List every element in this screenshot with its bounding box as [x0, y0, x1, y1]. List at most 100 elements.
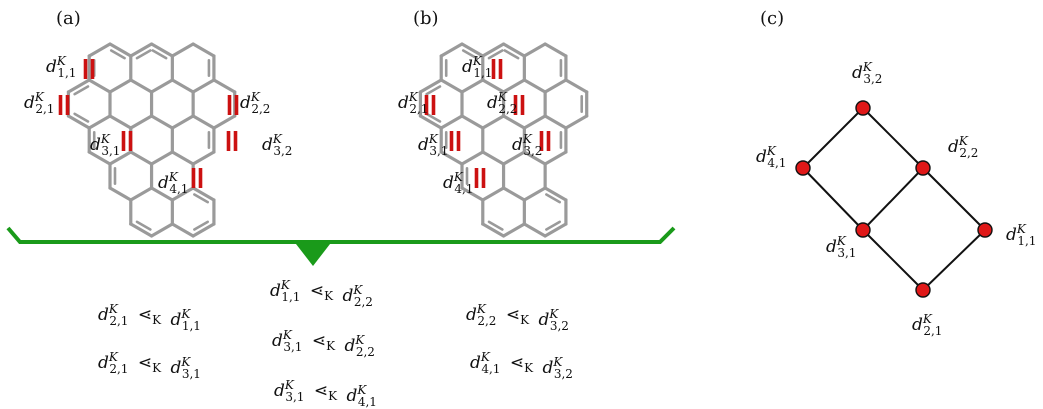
bond — [543, 78, 568, 94]
bond — [522, 42, 547, 58]
bond — [149, 150, 174, 166]
bond — [149, 114, 174, 130]
label-b-3-2-sup: K — [522, 132, 533, 146]
bond — [460, 42, 485, 58]
hasse-label-3-2-base: d — [852, 63, 863, 83]
label-b-1-1-sub: 1,1 — [473, 66, 492, 80]
bond — [501, 150, 526, 166]
label-b-3-2-base: d — [512, 135, 523, 155]
hasse-node-3-2 — [855, 100, 871, 116]
double-bond — [487, 220, 504, 231]
label-a-2-1-base: d — [24, 93, 35, 113]
bond — [481, 42, 506, 58]
label-a-3-2-sub: 3,2 — [273, 144, 292, 158]
bond — [481, 222, 506, 238]
bond — [87, 78, 112, 94]
hasse-edge — [862, 167, 924, 231]
label-a-3-2-base: d — [262, 135, 273, 155]
label-a-1-1-base: d — [46, 57, 57, 77]
bond — [170, 150, 195, 166]
bond — [129, 222, 154, 238]
hasse-label-2-1-sup: K — [922, 312, 933, 326]
bond — [522, 114, 547, 130]
double-bond — [73, 85, 90, 96]
label-a-3-1-sub: 3,1 — [101, 144, 120, 158]
bond — [108, 114, 133, 130]
bond — [108, 186, 133, 202]
double-bond — [193, 220, 209, 231]
label-b-2-2-base: d — [487, 93, 498, 113]
hasse-label-2-1-sub: 2,1 — [923, 324, 942, 338]
double-bond — [135, 49, 152, 60]
label-a-2-1-sup: K — [34, 90, 45, 104]
hasse-edge — [862, 107, 924, 169]
double-bond — [193, 193, 209, 204]
hasse-label-4-1-sub: 4,1 — [767, 156, 786, 170]
double-bond — [151, 49, 168, 60]
label-a-2-2-sub: 2,2 — [251, 102, 270, 116]
bracket-line — [6, 226, 676, 244]
bond — [108, 78, 133, 94]
bond — [501, 42, 526, 58]
bond — [170, 114, 195, 130]
double-bond — [487, 49, 504, 60]
hasse-label-2-2-base: d — [948, 137, 959, 157]
hasse-label-1-1-base: d — [1006, 225, 1017, 245]
bond — [460, 186, 485, 202]
bond — [439, 150, 464, 166]
bond — [418, 78, 443, 94]
label-b-3-1-sup: K — [428, 132, 439, 146]
hasse-edge — [922, 229, 986, 291]
hasse-label-3-1-sup: K — [836, 234, 847, 248]
label-b-1-1-sup: K — [472, 54, 483, 68]
label-b-2-2-sup: K — [497, 90, 508, 104]
bond — [149, 42, 174, 58]
label-a-4-1-base: d — [158, 173, 169, 193]
bond — [543, 114, 568, 130]
label-a-4-1-sup: K — [168, 170, 179, 184]
green-bracket — [6, 226, 676, 266]
panel-tag-b: (b) — [413, 8, 439, 29]
bond — [501, 186, 526, 202]
label-a-3-1-sup: K — [100, 132, 111, 146]
double-bond — [135, 220, 152, 231]
bond — [149, 186, 174, 202]
panel-tag-c: (c) — [760, 8, 784, 29]
bond — [460, 114, 485, 130]
label-b-4-1-base: d — [443, 173, 454, 193]
bond — [129, 186, 154, 202]
bond — [439, 114, 464, 130]
bond — [212, 114, 237, 130]
double-bond — [545, 220, 561, 231]
bond — [170, 186, 195, 202]
panel-tag-a: (a) — [56, 8, 81, 29]
label-a-2-1-sub: 2,1 — [35, 102, 54, 116]
hasse-edge — [862, 229, 924, 291]
bond — [460, 78, 485, 94]
label-a-3-2-sup: K — [272, 132, 283, 146]
bond — [543, 222, 568, 238]
bond — [522, 186, 547, 202]
bond — [129, 150, 154, 166]
bond — [501, 114, 526, 130]
label-a-4-1-sub: 4,1 — [169, 182, 188, 196]
label-b-2-1-sup: K — [408, 90, 419, 104]
bond — [481, 78, 506, 94]
bond — [170, 78, 195, 94]
